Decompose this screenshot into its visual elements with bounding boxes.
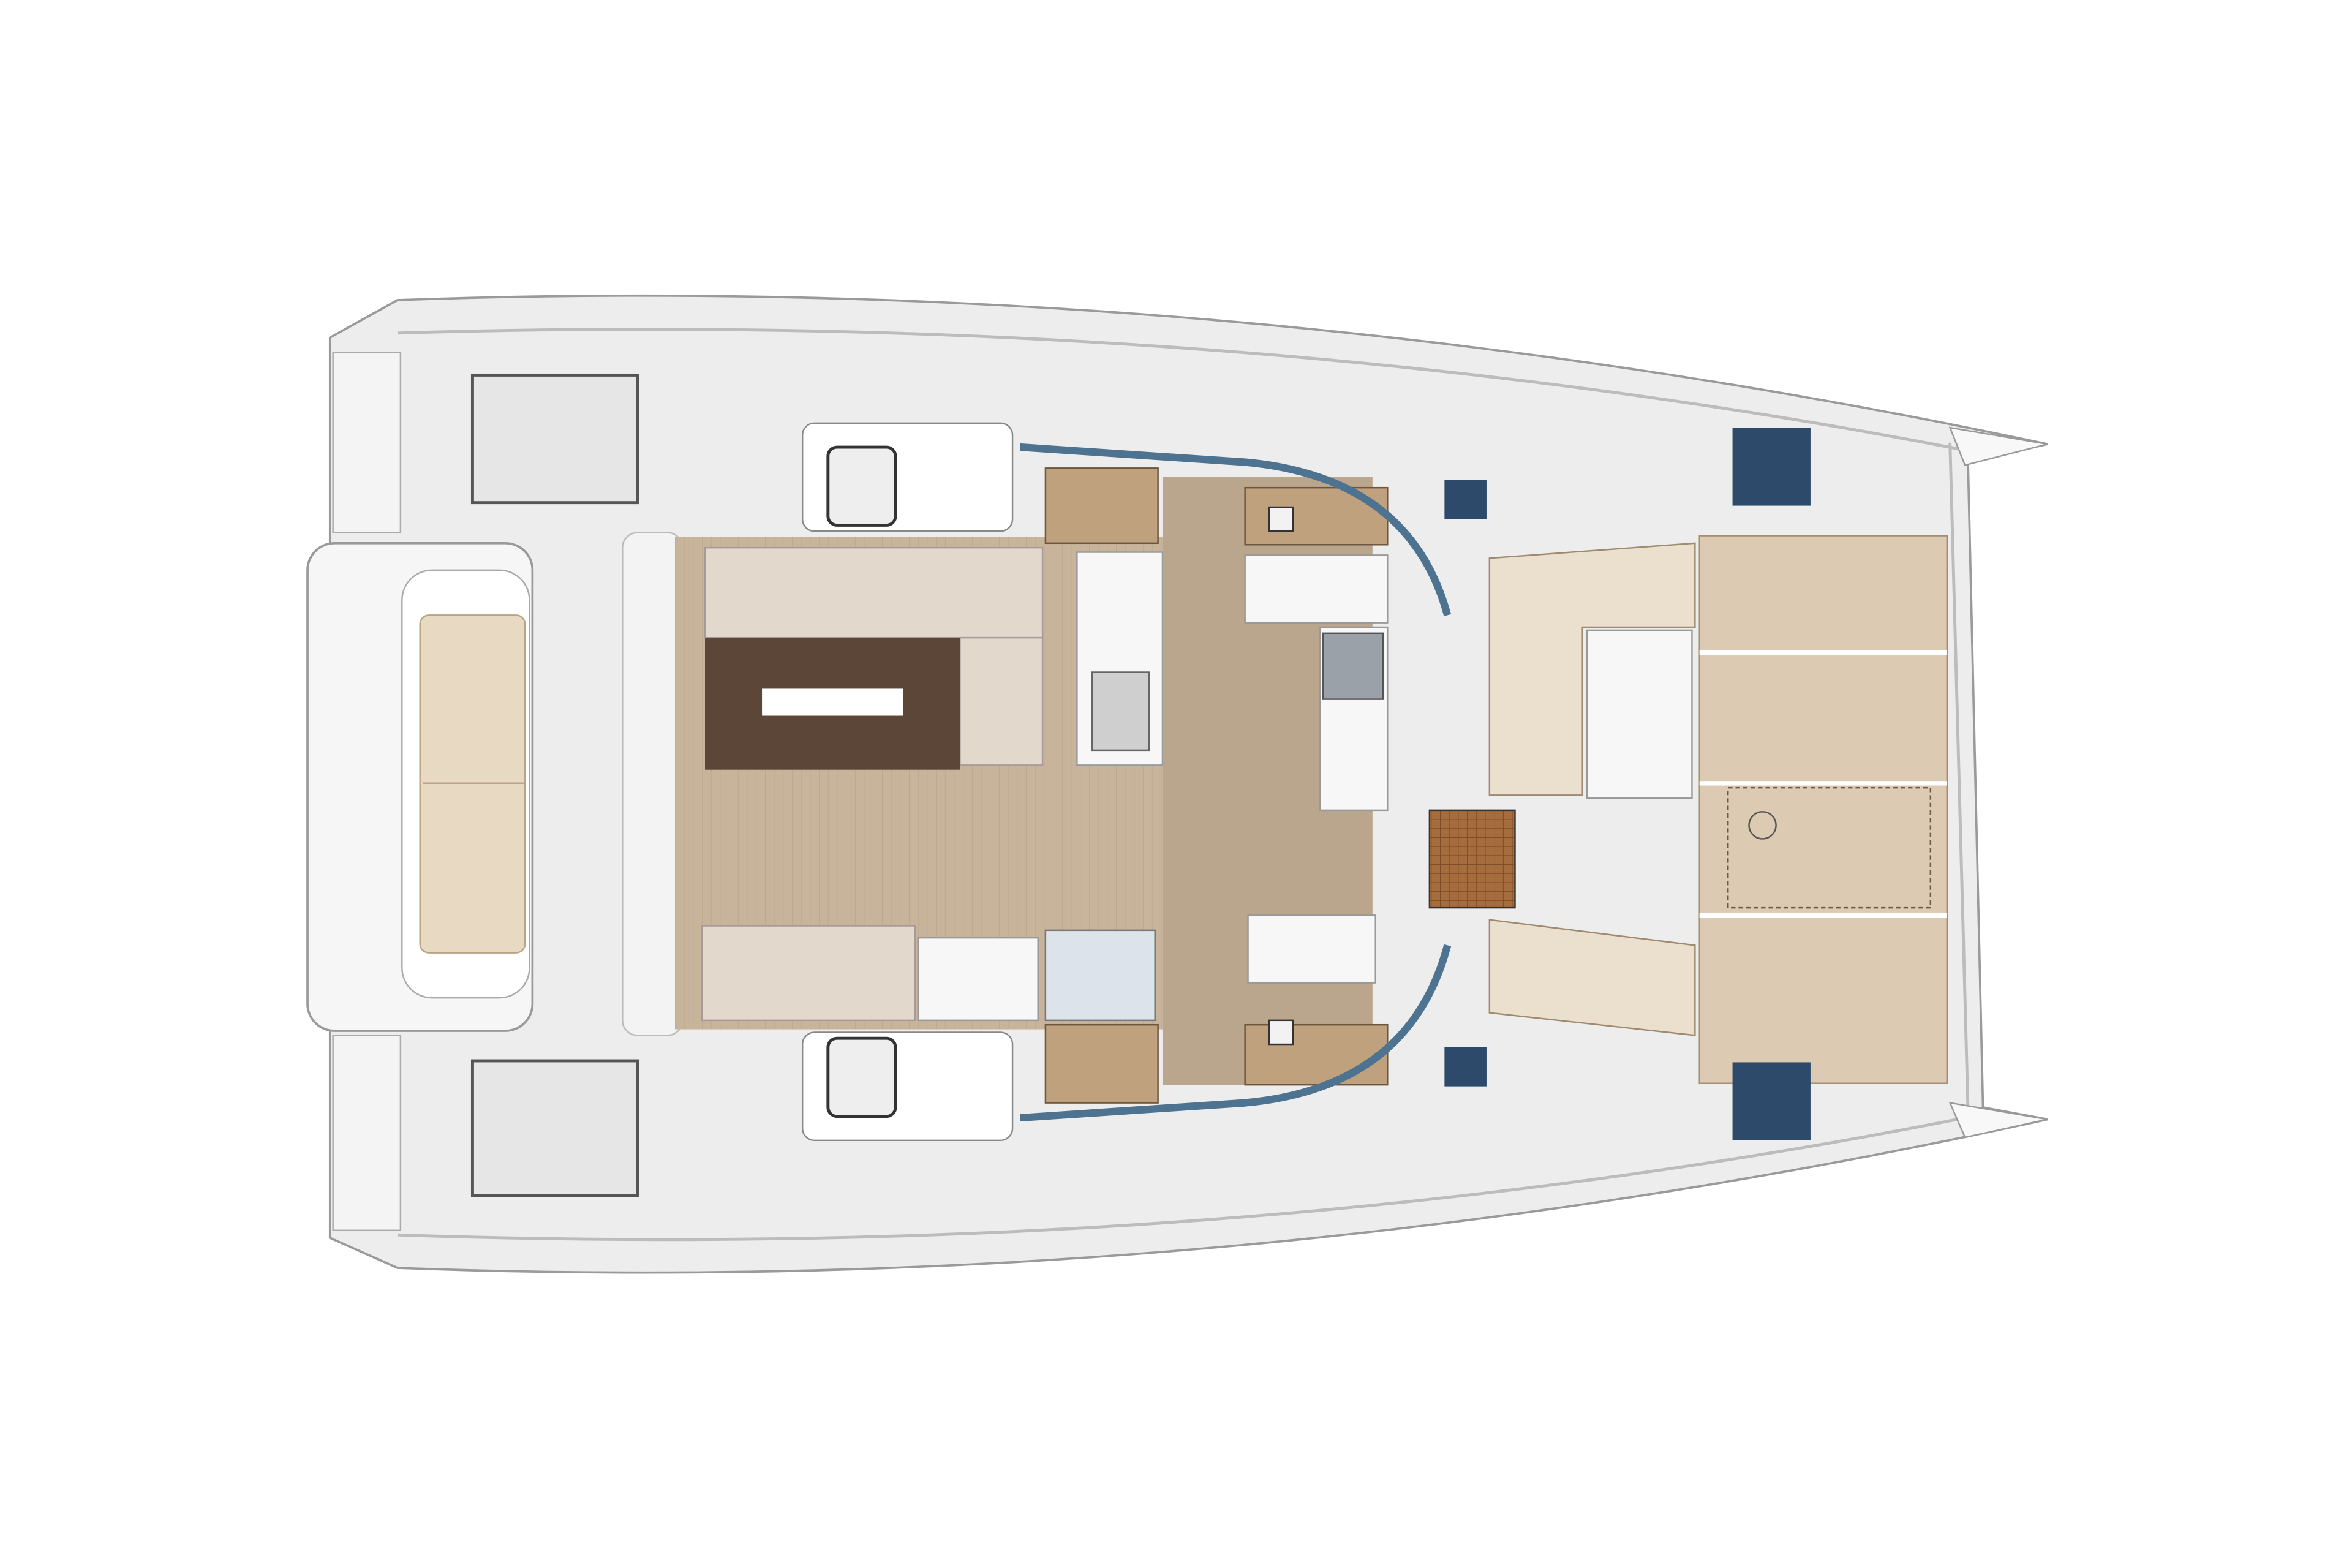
- starboard-gunwale: [397, 1116, 1966, 1242]
- forward-sofa-port: [1488, 542, 1696, 796]
- hatch-mid-starboard: [1444, 1047, 1487, 1087]
- cabin-starboard-fwd: [1244, 1023, 1389, 1086]
- salon-sofa-side: [959, 636, 1044, 766]
- aft-sunpad-starboard: [470, 1059, 639, 1197]
- aft-step-starboard: [332, 1035, 402, 1232]
- hatch-mid-port: [1444, 480, 1487, 519]
- bed-light-port: [1268, 506, 1294, 532]
- fridge: [1044, 929, 1156, 1022]
- window-trim-port: [1019, 443, 1452, 617]
- deck-grating: [1428, 809, 1516, 909]
- bed-light-starboard: [1268, 1019, 1294, 1046]
- cabin-port-aft: [1044, 467, 1159, 545]
- cooktop-burners: [1322, 632, 1384, 700]
- galley-sink: [1091, 671, 1150, 752]
- cabin-starboard-aft: [1044, 1023, 1159, 1104]
- aft-sunpad-port: [470, 373, 639, 505]
- bow-sunpad: [1698, 535, 1948, 1084]
- aft-cockpit: [622, 532, 684, 1036]
- helm-seat-starboard: [826, 1036, 897, 1118]
- bow-tip-starboard: [1948, 1101, 2048, 1139]
- port-gunwale: [397, 328, 1966, 452]
- windlass-locker: [1727, 786, 1932, 909]
- bow-tip-port: [1948, 426, 2048, 466]
- aft-step-port: [332, 352, 402, 533]
- table-centerpiece: [762, 688, 903, 716]
- windlass-icon: [1748, 811, 1777, 840]
- forward-sofa-starboard: [1488, 919, 1696, 1036]
- salon-bench-starboard: [701, 925, 916, 1022]
- helm-seat-port: [826, 445, 897, 527]
- cabin-desk-starboard: [1247, 914, 1376, 984]
- window-trim-starboard: [1019, 944, 1452, 1122]
- nav-station: [917, 937, 1039, 1022]
- forward-table: [1586, 629, 1693, 799]
- cabin-desk-port: [1244, 554, 1389, 624]
- hatch-bow-starboard: [1732, 1062, 1811, 1140]
- forward-beam: [1948, 442, 1970, 1110]
- hatch-bow-port: [1732, 428, 1811, 506]
- salon-sofa: [704, 546, 1044, 639]
